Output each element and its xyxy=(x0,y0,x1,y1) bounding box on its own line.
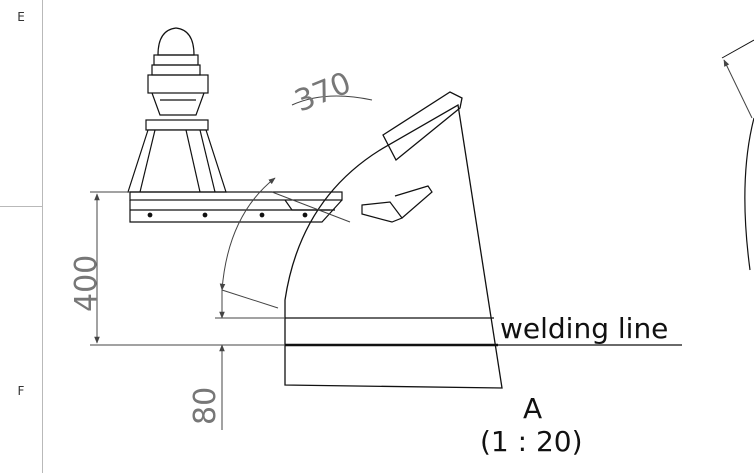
view-letter: A xyxy=(523,392,542,425)
drawing-frame-border: E F xyxy=(0,0,43,473)
hull-body xyxy=(284,91,503,389)
arc-length-label: 370 xyxy=(290,66,356,120)
lower-height-dimension xyxy=(215,285,285,430)
welding-line-label: welding line xyxy=(500,312,668,345)
height-lower-label: 80 xyxy=(188,387,223,425)
zone-divider xyxy=(0,206,42,207)
height-main-label: 400 xyxy=(69,255,104,312)
height-dimension xyxy=(90,191,285,346)
view-scale: (1 : 20) xyxy=(480,425,583,458)
zone-label-lower: F xyxy=(17,384,25,398)
beacon-light xyxy=(127,27,227,193)
detail-circle-partial xyxy=(721,39,754,271)
arc-dimension xyxy=(219,95,373,309)
zone-label-upper: E xyxy=(17,10,25,24)
